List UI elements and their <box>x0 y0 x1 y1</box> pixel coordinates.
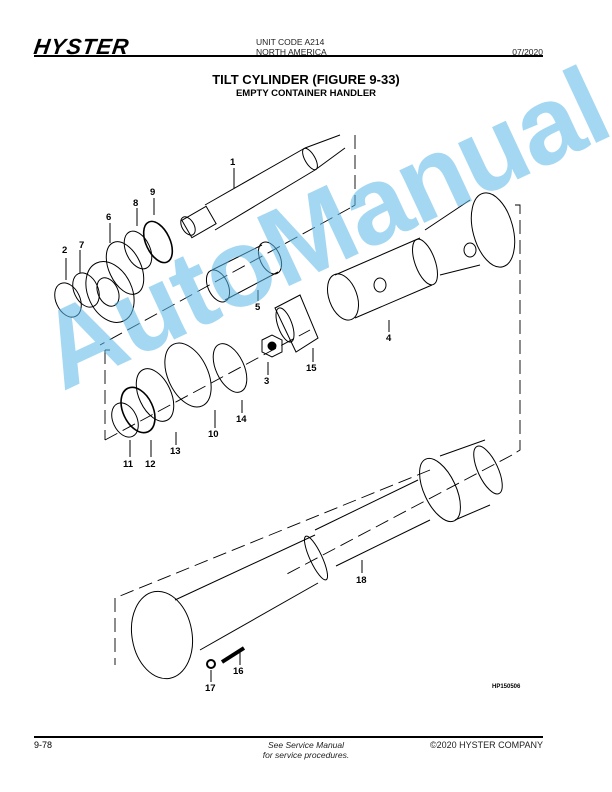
page-title: TILT CYLINDER (FIGURE 9-33) <box>212 72 400 87</box>
sleeve-part-5 <box>205 241 283 303</box>
callout-1: 1 <box>230 157 236 168</box>
header-rule <box>34 55 543 57</box>
ring-part-13 <box>135 368 175 422</box>
service-note-line1: See Service Manual <box>267 740 345 750</box>
callout-11: 11 <box>123 459 134 470</box>
footer-rule <box>34 736 543 738</box>
callout-5: 5 <box>255 302 261 313</box>
seal-part-12 <box>120 386 156 434</box>
header-date: 07/2020 <box>512 47 543 57</box>
callout-6: 6 <box>106 212 112 223</box>
callout-18: 18 <box>356 575 367 586</box>
callout-arrows <box>65 168 390 682</box>
callout-15: 15 <box>306 363 317 374</box>
ring-part-14 <box>212 343 248 393</box>
page-subtitle: EMPTY CONTAINER HANDLER <box>235 88 377 99</box>
callout-13: 13 <box>170 446 181 457</box>
ring-part-8 <box>123 230 153 270</box>
cylinder-head-part-4 <box>326 192 516 321</box>
figure-id: HP150506 <box>492 684 521 690</box>
ring-part-7 <box>72 272 100 308</box>
callout-12: 12 <box>145 459 156 470</box>
copyright: ©2020 HYSTER COMPANY <box>430 740 543 750</box>
service-note: See Service Manual for service procedure… <box>0 740 612 760</box>
callout-10: 10 <box>208 429 219 440</box>
page-number: 9-78 <box>34 740 53 750</box>
assembly-guide-lines <box>99 135 521 665</box>
ring-part-11 <box>111 402 139 438</box>
unit-code: UNIT CODE A214 <box>256 37 325 47</box>
exploded-view-figure <box>54 134 521 682</box>
region: NORTH AMERICA <box>256 47 327 57</box>
nut-part-3 <box>261 334 283 358</box>
callout-17: 17 <box>205 683 216 694</box>
callout-2: 2 <box>62 245 68 256</box>
piston-rod-part-1 <box>180 134 346 239</box>
gland-part-6 <box>85 241 145 323</box>
callout-8: 8 <box>133 198 139 209</box>
callout-14: 14 <box>236 414 247 425</box>
service-note-line2: for service procedures. <box>262 750 350 760</box>
piston-part-15 <box>274 294 319 353</box>
callout-9: 9 <box>150 187 156 198</box>
piston-part-10 <box>164 342 212 408</box>
washer-part-17 <box>206 659 216 669</box>
callout-16: 16 <box>233 666 244 677</box>
bolt-part-16 <box>220 646 246 664</box>
unit-info: UNIT CODE A214 NORTH AMERICA <box>256 37 327 57</box>
callout-7: 7 <box>79 240 85 251</box>
callout-4: 4 <box>386 333 392 344</box>
ring-part-2 <box>54 282 82 318</box>
callout-3: 3 <box>264 376 270 387</box>
seal-part-9 <box>142 220 174 264</box>
barrel-part-18 <box>130 439 503 680</box>
